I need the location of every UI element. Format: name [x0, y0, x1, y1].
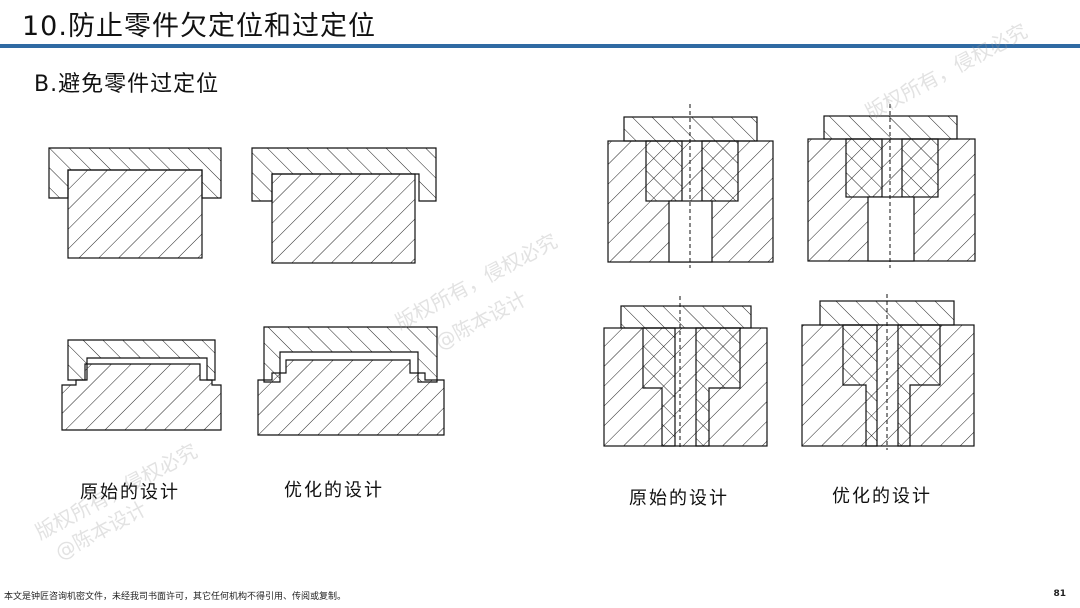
- page-title: 10.防止零件欠定位和过定位: [22, 11, 376, 42]
- diagram-cover-optimized: [251, 147, 437, 264]
- caption-right-optimized: 优化的设计: [832, 486, 932, 507]
- diagram-stepped-pin-optimized: [801, 294, 975, 450]
- diagram-stepped-pin-original: [603, 296, 768, 450]
- caption-left-optimized: 优化的设计: [284, 480, 384, 501]
- diagram-boss-optimized: [807, 104, 976, 268]
- diagram-boss-original: [607, 104, 774, 268]
- footer-confidential-note: 本文是钟匠咨询机密文件，未经我司书面许可，其它任何机构不得引用、传阅或复制。: [4, 592, 347, 602]
- page-number: 81: [1053, 589, 1066, 599]
- diagram-step-original: [61, 339, 222, 431]
- caption-left-original: 原始的设计: [80, 482, 180, 503]
- section-subtitle: B.避免零件过定位: [34, 72, 220, 97]
- diagram-step-optimized: [257, 326, 445, 436]
- title-divider: [0, 44, 1080, 48]
- caption-right-original: 原始的设计: [629, 488, 729, 509]
- diagram-cover-original: [48, 147, 222, 259]
